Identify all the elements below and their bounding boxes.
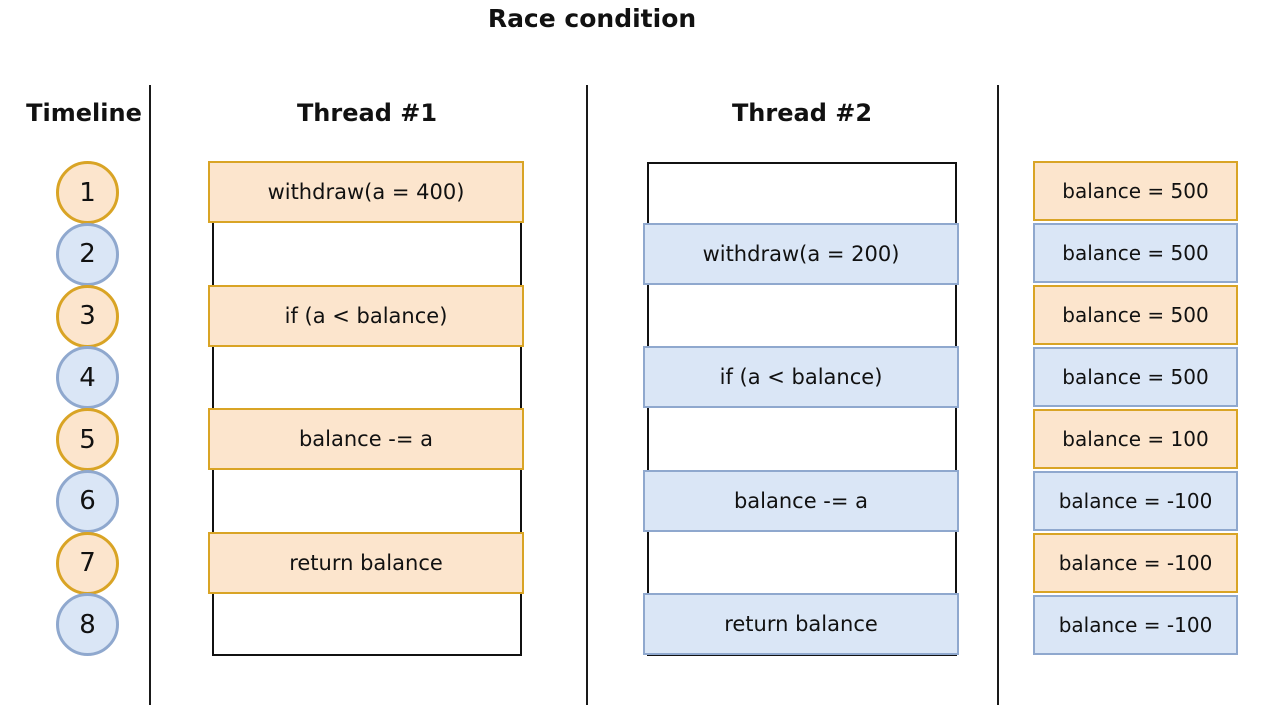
timeline-tick-3: 3 xyxy=(56,284,119,348)
timeline-tick-7: 7 xyxy=(56,531,119,595)
timeline-tick-6: 6 xyxy=(56,469,119,533)
thread2-lane: withdraw(a = 200) if (a < balance) balan… xyxy=(643,162,959,656)
balance-row-4: balance = 500 xyxy=(1033,347,1238,407)
balance-row-2: balance = 500 xyxy=(1033,223,1238,283)
balance-row-3: balance = 500 xyxy=(1033,285,1238,345)
thread2-step-withdraw: withdraw(a = 200) xyxy=(643,222,959,285)
balance-row-8: balance = -100 xyxy=(1033,595,1238,655)
thread1-step-return: return balance xyxy=(208,531,524,594)
balance-column: balance = 500 balance = 500 balance = 50… xyxy=(1033,161,1238,655)
thread1-step-withdraw: withdraw(a = 400) xyxy=(208,161,524,223)
divider-line-balance xyxy=(997,85,999,705)
thread2-header: Thread #2 xyxy=(731,99,873,127)
divider-line-threads xyxy=(586,85,588,705)
diagram-title: Race condition xyxy=(487,4,697,33)
thread1-lane: withdraw(a = 400) if (a < balance) balan… xyxy=(208,161,524,656)
divider-line-timeline xyxy=(149,85,151,705)
timeline-tick-1: 1 xyxy=(56,161,119,224)
balance-row-7: balance = -100 xyxy=(1033,533,1238,593)
timeline-tick-8: 8 xyxy=(56,593,119,657)
thread1-step-subtract: balance -= a xyxy=(208,408,524,470)
timeline-tick-2: 2 xyxy=(56,222,119,286)
thread2-step-return: return balance xyxy=(643,593,959,656)
thread1-header: Thread #1 xyxy=(296,99,438,127)
timeline-header: Timeline xyxy=(26,99,142,127)
thread2-step-if: if (a < balance) xyxy=(643,346,959,409)
thread1-step-if: if (a < balance) xyxy=(208,284,524,347)
balance-row-6: balance = -100 xyxy=(1033,471,1238,531)
balance-row-5: balance = 100 xyxy=(1033,409,1238,469)
thread2-step-subtract: balance -= a xyxy=(643,469,959,532)
timeline-tick-4: 4 xyxy=(56,346,119,410)
timeline-tick-5: 5 xyxy=(56,408,119,471)
balance-row-1: balance = 500 xyxy=(1033,161,1238,221)
